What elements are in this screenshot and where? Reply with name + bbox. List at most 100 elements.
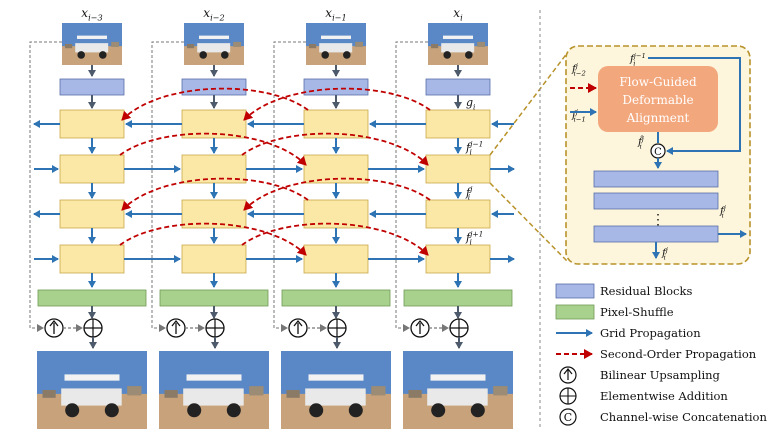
legend-add-label: Elementwise Addition bbox=[600, 389, 728, 403]
upsample-icon-head bbox=[415, 319, 425, 327]
photo-wheel bbox=[465, 51, 473, 59]
photo-wheel bbox=[321, 51, 329, 59]
photo-debris bbox=[408, 390, 422, 398]
photo-debris bbox=[371, 386, 386, 396]
zoom-line-top bbox=[489, 51, 569, 156]
photo-debris bbox=[249, 386, 264, 396]
skip-connection bbox=[29, 41, 62, 332]
photo-roof bbox=[64, 374, 120, 381]
alignment-title-line: Flow-Guided bbox=[619, 75, 697, 89]
propagation-block bbox=[425, 199, 491, 229]
feature-extraction-residual-block bbox=[59, 78, 125, 96]
propagation-block bbox=[303, 244, 369, 274]
c-glyph: C bbox=[564, 411, 572, 424]
photo-debris bbox=[431, 44, 439, 49]
detail-ellipsis: ⋮ bbox=[651, 212, 665, 228]
photo-cart bbox=[75, 43, 109, 53]
feature-extraction-residual-block bbox=[425, 78, 491, 96]
photo-debris bbox=[187, 44, 195, 49]
photo-wheel bbox=[221, 51, 229, 59]
photo-wheel bbox=[443, 51, 451, 59]
up-arrow-glyph bbox=[563, 368, 573, 380]
photo-debris bbox=[309, 44, 317, 49]
photo-cart bbox=[441, 43, 475, 53]
legend-pixelshuffle-label: Pixel-Shuffle bbox=[600, 305, 674, 319]
concat-symbol: C bbox=[654, 147, 662, 158]
skip-connection bbox=[151, 41, 184, 332]
skip-connection bbox=[395, 41, 428, 332]
feature-extraction-residual-block bbox=[303, 78, 369, 96]
second-order-arc bbox=[241, 222, 429, 256]
second-order-arc bbox=[121, 177, 309, 211]
photo-wheel bbox=[348, 403, 363, 418]
frame-label-x_i_minus_2: xi−2 bbox=[203, 6, 224, 23]
propagation-block bbox=[59, 244, 125, 274]
pixel-shuffle-block bbox=[281, 289, 391, 307]
output-frame-x_i_minus_2 bbox=[159, 351, 269, 429]
second-order-arc bbox=[243, 87, 431, 121]
pixel-shuffle-block bbox=[159, 289, 269, 307]
label-g-i: gi bbox=[466, 96, 476, 111]
propagation-block bbox=[59, 199, 125, 229]
output-frame-x_i_minus_3 bbox=[37, 351, 147, 429]
photo-cart bbox=[427, 388, 488, 406]
photo-wheel bbox=[77, 51, 85, 59]
second-order-arc bbox=[121, 87, 309, 121]
photo-debris bbox=[493, 386, 508, 396]
propagation-block bbox=[425, 154, 491, 184]
photo-wheel bbox=[309, 403, 324, 418]
photo-wheel bbox=[431, 403, 446, 418]
propagation-block bbox=[425, 109, 491, 139]
input-frame-x_i_minus_3 bbox=[62, 23, 122, 65]
output-frame-x_i_minus_1 bbox=[281, 351, 391, 429]
photo-roof bbox=[77, 35, 107, 39]
photo-wheel bbox=[65, 403, 80, 418]
photo-wheel bbox=[187, 403, 202, 418]
photo-debris bbox=[42, 390, 56, 398]
second-order-arc bbox=[241, 132, 429, 166]
photo-debris bbox=[477, 41, 485, 47]
photo-roof bbox=[321, 35, 351, 39]
zoom-line-bottom bbox=[489, 182, 569, 263]
photo-debris bbox=[127, 386, 142, 396]
propagation-block bbox=[181, 244, 247, 274]
pixel-shuffle-block bbox=[37, 289, 147, 307]
legend-upsample-label: Bilinear Upsampling bbox=[600, 368, 721, 382]
detail-residual-block bbox=[593, 170, 719, 188]
output-frame-x_i bbox=[403, 351, 513, 429]
photo-cart bbox=[61, 388, 122, 406]
legend-concat-label: Channel-wise Concatenation bbox=[600, 410, 767, 424]
photo-roof bbox=[186, 374, 242, 381]
input-frame-x_i bbox=[428, 23, 488, 65]
photo-wheel bbox=[226, 403, 241, 418]
photo-wheel bbox=[199, 51, 207, 59]
circle-c-icon bbox=[559, 408, 577, 426]
feature-extraction-residual-block bbox=[181, 78, 247, 96]
photo-roof bbox=[430, 374, 486, 381]
legend-grid-label: Grid Propagation bbox=[600, 326, 701, 340]
photo-cart bbox=[183, 388, 244, 406]
photo-wheel bbox=[104, 403, 119, 418]
photo-wheel bbox=[470, 403, 485, 418]
propagation-block bbox=[59, 109, 125, 139]
photo-roof bbox=[443, 35, 473, 39]
plus-glyph bbox=[560, 388, 576, 404]
alignment-title-line: Deformable bbox=[622, 93, 693, 107]
frame-label-x_i: xi bbox=[453, 6, 463, 23]
photo-debris bbox=[164, 390, 178, 398]
upsample-icon-head bbox=[293, 319, 303, 327]
propagation-block bbox=[425, 244, 491, 274]
skip-connection bbox=[273, 41, 306, 332]
photo-roof bbox=[199, 35, 229, 39]
flow-guided-alignment-block bbox=[598, 66, 718, 132]
photo-roof bbox=[308, 374, 364, 381]
detail-skip-arrow bbox=[648, 57, 741, 155]
